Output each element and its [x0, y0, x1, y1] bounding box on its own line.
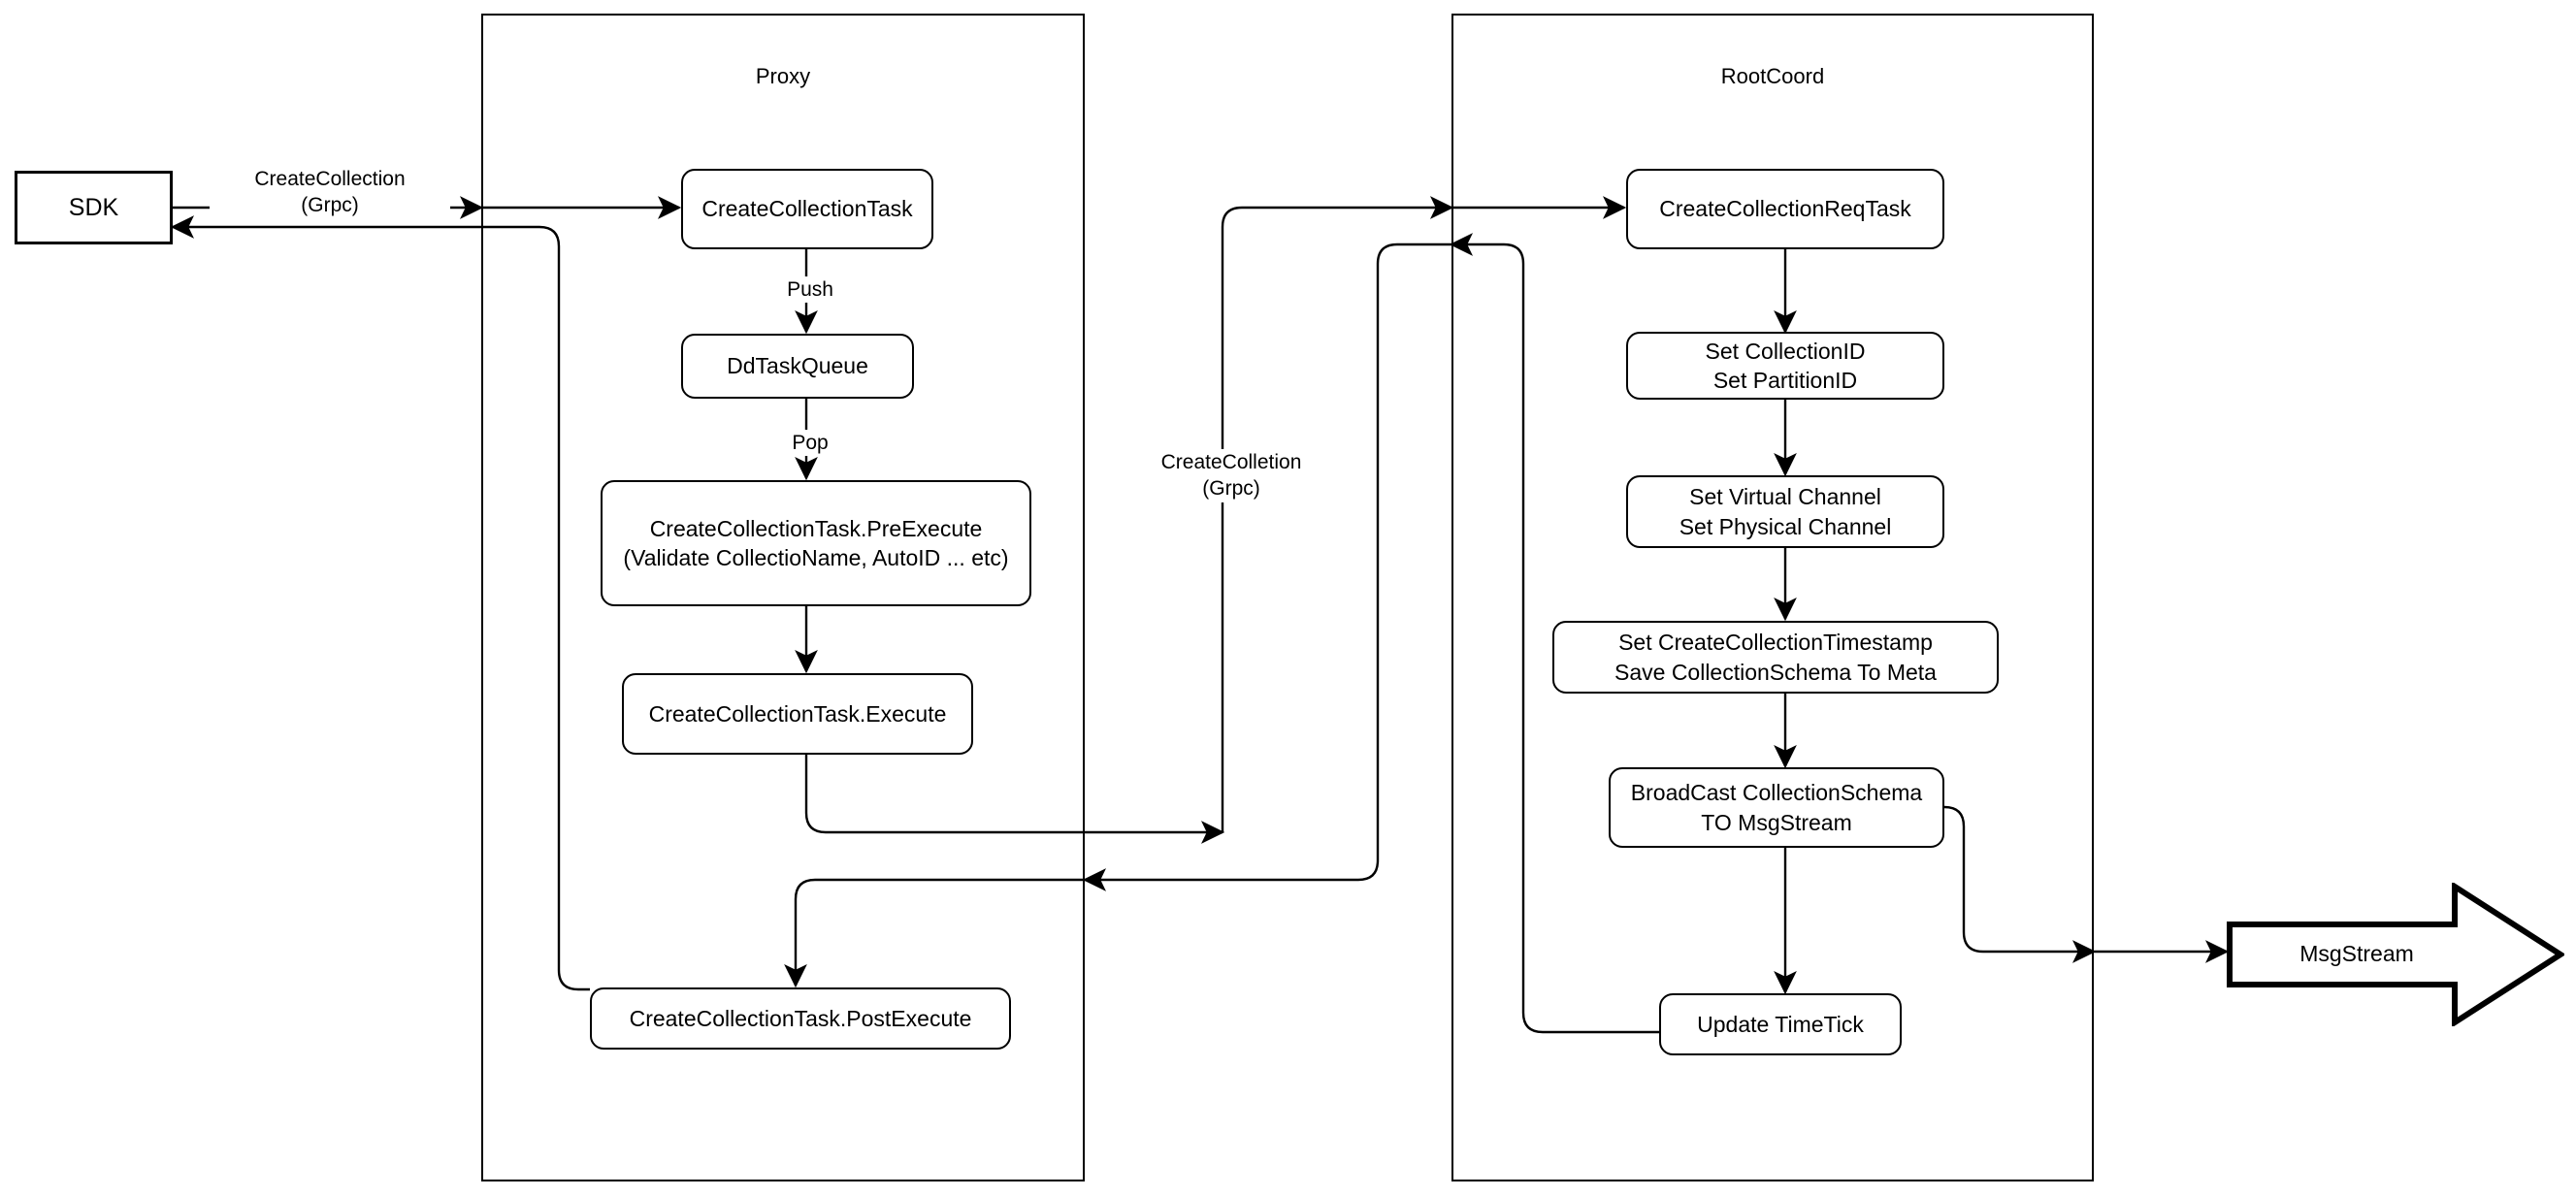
node-dd-task-queue[interactable]: DdTaskQueue	[681, 334, 914, 399]
node-sdk[interactable]: SDK	[15, 171, 173, 244]
node-set-ids[interactable]: Set CollectionID Set PartitionID	[1626, 332, 1944, 400]
node-pre-execute[interactable]: CreateCollectionTask.PreExecute (Validat…	[601, 480, 1031, 606]
node-set-channels[interactable]: Set Virtual Channel Set Physical Channel	[1626, 475, 1944, 548]
msgstream-label: MsgStream	[2299, 941, 2414, 966]
node-broadcast[interactable]: BroadCast CollectionSchema TO MsgStream	[1609, 767, 1944, 848]
edge-label-sdk-to-proxy: CreateCollection (Grpc)	[210, 166, 450, 219]
edge-label-proxy-to-rootcoord: CreateColletion (Grpc)	[1116, 449, 1347, 502]
container-rootcoord: RootCoord	[1451, 14, 2094, 1181]
container-proxy: Proxy	[481, 14, 1085, 1181]
node-msgstream[interactable]: MsgStream	[2227, 881, 2566, 1028]
node-set-timestamp[interactable]: Set CreateCollectionTimestamp Save Colle…	[1552, 621, 1999, 694]
edge-label-pop: Pop	[766, 430, 854, 457]
msgstream-arrow-shape	[2227, 881, 2566, 1028]
node-update-timetick[interactable]: Update TimeTick	[1659, 993, 1902, 1055]
node-execute[interactable]: CreateCollectionTask.Execute	[622, 673, 973, 755]
container-rootcoord-title: RootCoord	[1720, 64, 1825, 88]
wire-rootcoord-response-to-proxy	[1082, 243, 1451, 891]
node-post-execute[interactable]: CreateCollectionTask.PostExecute	[590, 987, 1011, 1050]
wire-grpc-up-to-rootcoord	[1221, 196, 1454, 832]
node-create-collection-req-task[interactable]: CreateCollectionReqTask	[1626, 169, 1944, 249]
node-create-collection-task[interactable]: CreateCollectionTask	[681, 169, 933, 249]
container-proxy-title: Proxy	[755, 64, 811, 88]
edge-label-push: Push	[763, 276, 858, 304]
